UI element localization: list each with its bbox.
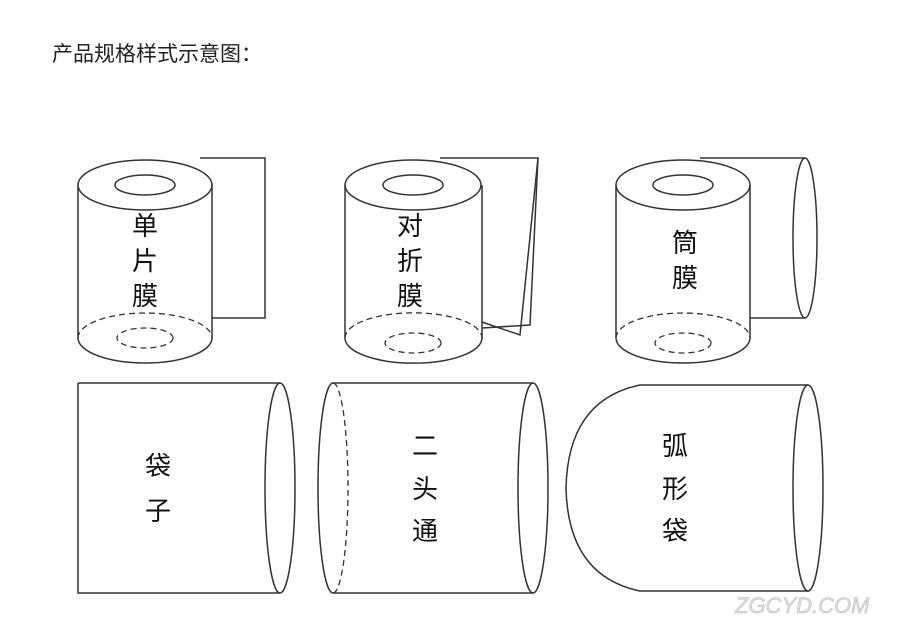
open-tube: 二 头 通 xyxy=(317,382,549,594)
folded-film-roll: 对 折 膜 xyxy=(344,157,539,364)
single-film-roll: 单 片 膜 xyxy=(77,157,266,364)
label-char: 袋 xyxy=(662,517,688,547)
label-char: 单 xyxy=(132,212,158,242)
label-char: 二 xyxy=(412,432,438,462)
label-char: 片 xyxy=(132,247,158,277)
label-char: 膜 xyxy=(397,282,423,312)
label-char: 膜 xyxy=(132,282,158,312)
bag: 袋 子 xyxy=(77,382,296,594)
watermark: ZGCYD.COM xyxy=(734,593,870,618)
label-char: 筒 xyxy=(672,229,698,259)
tube-film-roll: 筒 膜 xyxy=(615,157,818,364)
label-char: 头 xyxy=(412,475,438,505)
label-char: 膜 xyxy=(672,264,698,294)
label-char: 对 xyxy=(397,212,423,242)
label-char: 形 xyxy=(662,475,688,505)
arc-bag: 弧 形 袋 xyxy=(565,384,824,592)
label-char: 折 xyxy=(397,247,423,277)
page-title: 产品规格样式示意图： xyxy=(52,42,262,66)
label-char: 袋 xyxy=(145,452,171,482)
label-char: 子 xyxy=(145,497,171,527)
label-char: 弧 xyxy=(662,432,688,462)
label-char: 通 xyxy=(412,517,438,547)
